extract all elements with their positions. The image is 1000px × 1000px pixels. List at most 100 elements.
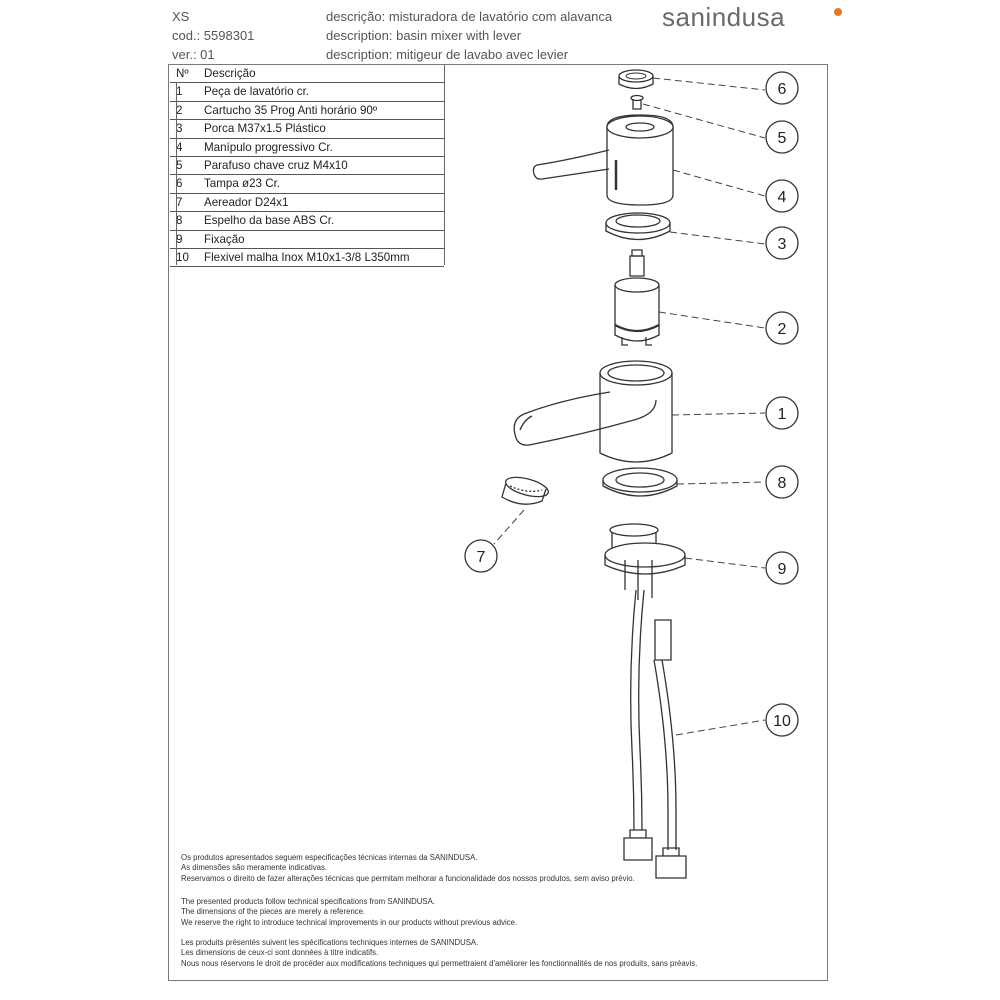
part-screw (630, 94, 644, 110)
part-number: 4 (170, 138, 202, 158)
callout-7: 7 (464, 539, 498, 573)
callout-circle (765, 71, 799, 105)
callout-1: 1 (765, 396, 799, 430)
part-description: Tampa ø23 Cr. (202, 174, 444, 194)
callout-label: 2 (778, 321, 787, 338)
callout-5: 5 (765, 120, 799, 154)
footer-line: The dimensions of the pieces are merely … (181, 907, 366, 917)
callout-9: 9 (765, 551, 799, 585)
callout-2: 2 (765, 311, 799, 345)
header-descriptions: descrição: misturadora de lavatório com … (326, 7, 612, 64)
callout-circle (765, 551, 799, 585)
callout-circle (765, 703, 799, 737)
callout-label: 5 (778, 130, 787, 147)
description-fr: description: mitigeur de lavabo avec lev… (326, 47, 569, 62)
footer-line: Reservamos o direito de fazer alterações… (181, 873, 635, 883)
part-number: 1 (170, 82, 202, 102)
footer-line: Les dimensions de ceux-ci sont données à… (181, 948, 379, 958)
column-header-number: Nº (170, 65, 202, 84)
part-cartridge (614, 249, 660, 346)
callout-circle (464, 539, 498, 573)
description-en: description: basin mixer with lever (326, 28, 522, 43)
footer-notes-fr: Les produits présentés suivent les spéci… (181, 938, 697, 969)
part-number: 8 (170, 211, 202, 231)
drawing-frame (168, 64, 828, 981)
part-number: 9 (170, 230, 202, 250)
footer-line: Nous nous réservons le droit de procéder… (181, 958, 698, 968)
footer-line: The presented products follow technical … (181, 897, 435, 906)
callout-8: 8 (765, 465, 799, 499)
callout-label: 9 (778, 561, 787, 578)
callout-circle (765, 396, 799, 430)
callout-circle (765, 226, 799, 260)
part-description: Fixação (202, 230, 444, 250)
callout-label: 8 (778, 475, 787, 492)
part-base-escutcheon (602, 467, 678, 497)
product-code: cod.: 5598301 (172, 28, 255, 43)
table-border (444, 65, 445, 265)
callout-label: 10 (773, 713, 791, 730)
description-pt: descrição: misturadora de lavatório com … (326, 9, 613, 24)
callout-6: 6 (765, 71, 799, 105)
part-description: Peça de lavatório cr. (202, 82, 444, 102)
footer-line: Les produits présentés suivent les spéci… (181, 938, 479, 947)
callout-circle (765, 465, 799, 499)
part-description: Espelho da base ABS Cr. (202, 211, 444, 231)
footer-line: Os produtos apresentados seguem especifi… (181, 853, 478, 862)
part-nut (605, 212, 671, 241)
part-faucet-body (513, 360, 673, 463)
callout-label: 1 (778, 406, 787, 423)
part-fixation (604, 523, 686, 661)
part-number: 6 (170, 174, 202, 194)
callout-label: 3 (778, 236, 787, 253)
callout-circle (765, 120, 799, 154)
part-description: Aereador D24x1 (202, 193, 444, 213)
part-description: Manípulo progressivo Cr. (202, 138, 444, 158)
callout-label: 7 (477, 549, 486, 566)
part-number: 5 (170, 156, 202, 176)
part-description: Flexivel malha Inox M10x1-3/8 L350mm (202, 248, 444, 268)
part-number: 3 (170, 119, 202, 139)
header-product-info: XS cod.: 5598301 ver.: 01 (172, 7, 254, 64)
callout-label: 4 (778, 189, 787, 206)
leader-lines (493, 77, 766, 736)
version-label: ver.: 01 (172, 47, 215, 62)
callout-circle (765, 311, 799, 345)
brand-logo-mark (834, 8, 842, 16)
callout-4: 4 (765, 179, 799, 213)
callout-3: 3 (765, 226, 799, 260)
part-description: Porca M37x1.5 Plástico (202, 119, 444, 139)
callout-10: 10 (765, 703, 799, 737)
callout-circle (765, 179, 799, 213)
brand-logo: sanindusa (662, 2, 786, 32)
series-label: XS (172, 9, 190, 24)
footer-notes-pt: Os produtos apresentados seguem especifi… (181, 853, 635, 884)
part-cap (618, 69, 654, 90)
callouts: 6 5 4 3 2 1 8 7 9 10 (464, 71, 799, 737)
part-lever-handle (532, 114, 674, 206)
part-number: 2 (170, 101, 202, 121)
part-description: Cartucho 35 Prog Anti horário 90º (202, 101, 444, 121)
footer-line: As dimensões são meramente indicativas. (181, 863, 328, 873)
part-description: Parafuso chave cruz M4x10 (202, 156, 444, 176)
footer-notes-en: The presented products follow technical … (181, 897, 517, 928)
table-divider (176, 82, 177, 265)
footer-line: We reserve the right to introduce techni… (181, 917, 518, 927)
part-number: 7 (170, 193, 202, 213)
column-header-description: Descrição (202, 65, 444, 84)
parts-table-header: Nº Descrição (170, 65, 444, 84)
part-number: 10 (170, 248, 202, 268)
part-aerator (501, 476, 550, 505)
callout-label: 6 (778, 81, 787, 98)
